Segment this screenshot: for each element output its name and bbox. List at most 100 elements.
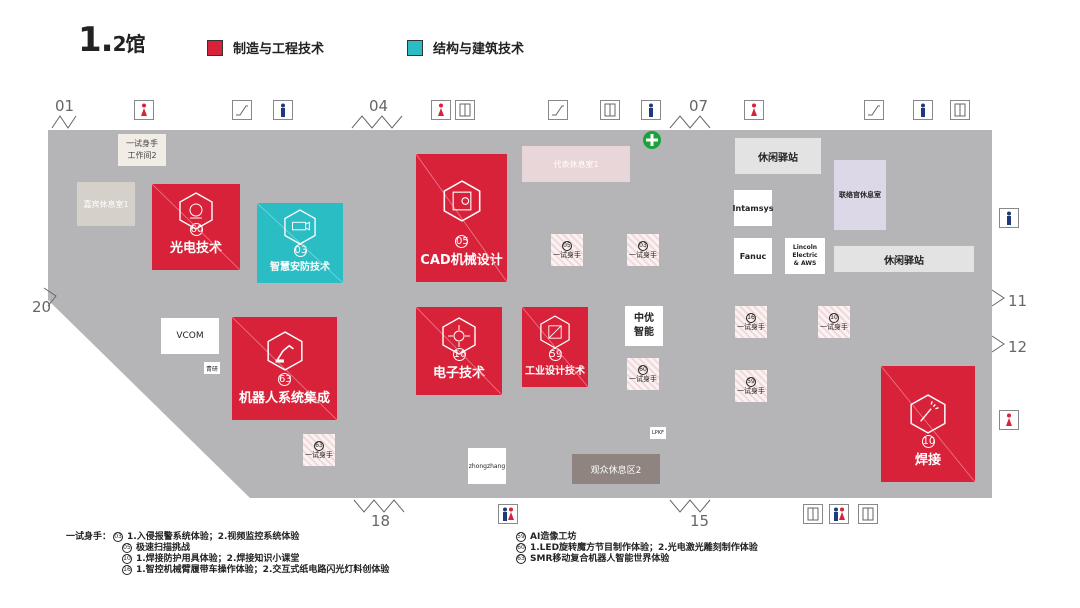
delegate-lounge-1: 代表休息室1 [522, 146, 630, 182]
booth-name: 光电技术 [169, 241, 222, 256]
trial-label: 一试身手 [553, 250, 581, 259]
robot-arm-icon [266, 331, 303, 371]
note-text: 1.入侵报警系统体验；2.视频监控系统体验 [127, 532, 300, 542]
viewer-lounge-2: 观众休息区2 [572, 454, 660, 484]
female-restroom-icon [999, 410, 1019, 430]
note-number: 60 [516, 543, 526, 553]
trial-number: 10 [829, 312, 839, 323]
zhongzhang-booth: zhongzhang [468, 448, 506, 484]
note-text: 极速扫描挑战 [136, 543, 191, 553]
note-number: 16 [122, 565, 132, 575]
rest-station-top: 休闲驿站 [735, 138, 821, 174]
note-number: 05 [122, 543, 132, 553]
booth-number: 05 [455, 235, 469, 248]
legend-label: 结构与建筑技术 [433, 42, 525, 57]
trial-number: 16 [746, 312, 756, 323]
booth-name: 机器人系统集成 [238, 391, 330, 406]
trial-label: 一试身手 [737, 322, 765, 331]
trial-number: 63 [314, 440, 324, 451]
male-restroom-icon [641, 100, 661, 120]
camera-icon [284, 209, 316, 245]
legend-manufacturing: 制造与工程技术 [207, 38, 324, 57]
legend-construction: 结构与建筑技术 [407, 38, 524, 57]
trial-label: 一试身手 [820, 322, 848, 331]
lincoln-electric-booth: Lincoln Electric & AWS [785, 238, 825, 274]
lpkf-booth: LPKF [650, 427, 666, 439]
chip-icon [442, 317, 476, 355]
family-restroom-icon [498, 504, 518, 524]
welding-icon [910, 394, 946, 434]
elevator-icon [803, 504, 823, 524]
note-number: 10 [122, 554, 132, 564]
booth-name: 智慧安防技术 [270, 262, 330, 273]
entrance-20: 20 [32, 298, 52, 316]
notes-prefix: 一试身手： [66, 532, 112, 542]
escalator-icon [548, 100, 568, 120]
liaison-lounge: 联络官休息室 [834, 160, 886, 230]
legend-swatch-teal [407, 39, 423, 56]
trial-number: 59 [746, 376, 756, 387]
note-text: AI造像工坊 [530, 532, 577, 542]
entrance-04: 04 [369, 97, 389, 115]
entrance-01: 01 [55, 97, 75, 115]
booth-03-security[interactable]: 03 智慧安防技术 [257, 203, 343, 283]
elevator-icon [858, 504, 878, 524]
male-restroom-icon [999, 208, 1019, 228]
female-restroom-icon [431, 100, 451, 120]
vcom-booth: VCOM [161, 318, 219, 354]
hall-title-main: 1. [78, 20, 114, 60]
entrance-18: 18 [371, 512, 391, 530]
entrance-15: 15 [690, 512, 710, 530]
vip-lounge-1: 嘉宾休息室1 [77, 182, 135, 226]
entrance-07: 07 [689, 97, 709, 115]
trial-number: 05 [562, 240, 572, 251]
family-restroom-icon [829, 504, 849, 524]
booth-name: 工业设计技术 [525, 366, 585, 377]
booth-10-welding[interactable]: 10 焊接 [881, 366, 975, 482]
female-restroom-icon [134, 100, 154, 120]
cad-gear-icon [443, 180, 480, 222]
entrance-12: 12 [1008, 338, 1028, 356]
booth-05-cad[interactable]: 05 CAD机械设计 [416, 154, 507, 282]
hall-title: 1.2馆 [78, 20, 145, 60]
note-text: 1.智控机械臂履带车操作体验；2.交互式纸电路闪光灯料创体验 [136, 565, 390, 575]
booth-name: 电子技术 [432, 366, 485, 381]
qingyan-booth: 青研 [204, 362, 220, 374]
zhongyou-booth: 中优 智能 [625, 306, 663, 346]
trial-label: 一试身手 [737, 386, 765, 395]
female-restroom-icon [744, 100, 764, 120]
booth-16-electronics[interactable]: 16 电子技术 [416, 307, 502, 395]
legend-label: 制造与工程技术 [233, 42, 325, 57]
hall-title-sub: 2馆 [112, 32, 146, 56]
door-marks [43, 115, 1005, 513]
laser-icon [179, 192, 213, 230]
try-workshop-2: 一试身手 工作间2 [118, 134, 166, 166]
note-text: 1.LED旋转魔方节目制作体验；2.光电激光雕刻制作体验 [530, 543, 758, 553]
legend-swatch-red [207, 39, 223, 56]
entrance-11: 11 [1008, 292, 1028, 310]
booth-number: 63 [278, 373, 292, 386]
booth-59-industrial-design[interactable]: 59 工业设计技术 [522, 307, 588, 387]
elevator-icon [455, 100, 475, 120]
intamsys-booth: Intamsys [733, 190, 773, 226]
trial-number: 03 [638, 240, 648, 251]
note-number: 63 [516, 554, 526, 564]
booth-number: 60 [189, 223, 204, 236]
booth-63-robotics[interactable]: 63 机器人系统集成 [232, 317, 337, 420]
booth-name: 焊接 [914, 453, 941, 468]
fanuc-booth: Fanuc [734, 238, 772, 274]
male-restroom-icon [273, 100, 293, 120]
trial-label: 一试身手 [305, 450, 333, 459]
note-number: 03 [113, 532, 124, 542]
booth-60-optoelectronics[interactable]: 60 光电技术 [152, 184, 240, 270]
booth-number: 16 [452, 348, 467, 361]
